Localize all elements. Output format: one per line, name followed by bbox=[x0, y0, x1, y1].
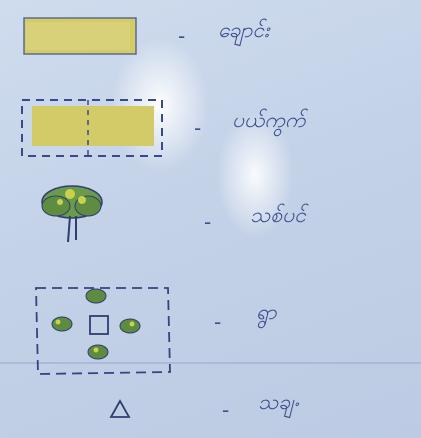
village-tree-top bbox=[85, 288, 107, 304]
solid-yellow-rectangle-icon bbox=[23, 17, 137, 55]
triangle-icon bbox=[109, 399, 131, 418]
separator-dash: - bbox=[178, 24, 186, 48]
separator-dash: - bbox=[194, 116, 202, 140]
legend-label-5: သချႋ bbox=[258, 390, 299, 414]
separator-dash: - bbox=[204, 210, 212, 234]
village-tree-left bbox=[51, 316, 73, 332]
legend-label-2: ပယ်ကွက် bbox=[232, 108, 306, 132]
village-house bbox=[89, 315, 109, 335]
village-tree-right bbox=[119, 318, 141, 334]
legend-label-3: သစ်ပင် bbox=[250, 203, 306, 227]
legend-label-1: ချောင်း bbox=[218, 18, 270, 42]
village-block-icon bbox=[35, 287, 171, 375]
village-tree-bottom bbox=[87, 344, 109, 360]
legend-label-4: ရွာ bbox=[256, 300, 277, 324]
separator-dash: - bbox=[214, 310, 222, 334]
dashed-yellow-rectangle-icon bbox=[21, 99, 163, 157]
green-tree-icon bbox=[41, 185, 103, 243]
separator-dash: - bbox=[222, 398, 230, 422]
paper-fold-line bbox=[0, 362, 421, 364]
